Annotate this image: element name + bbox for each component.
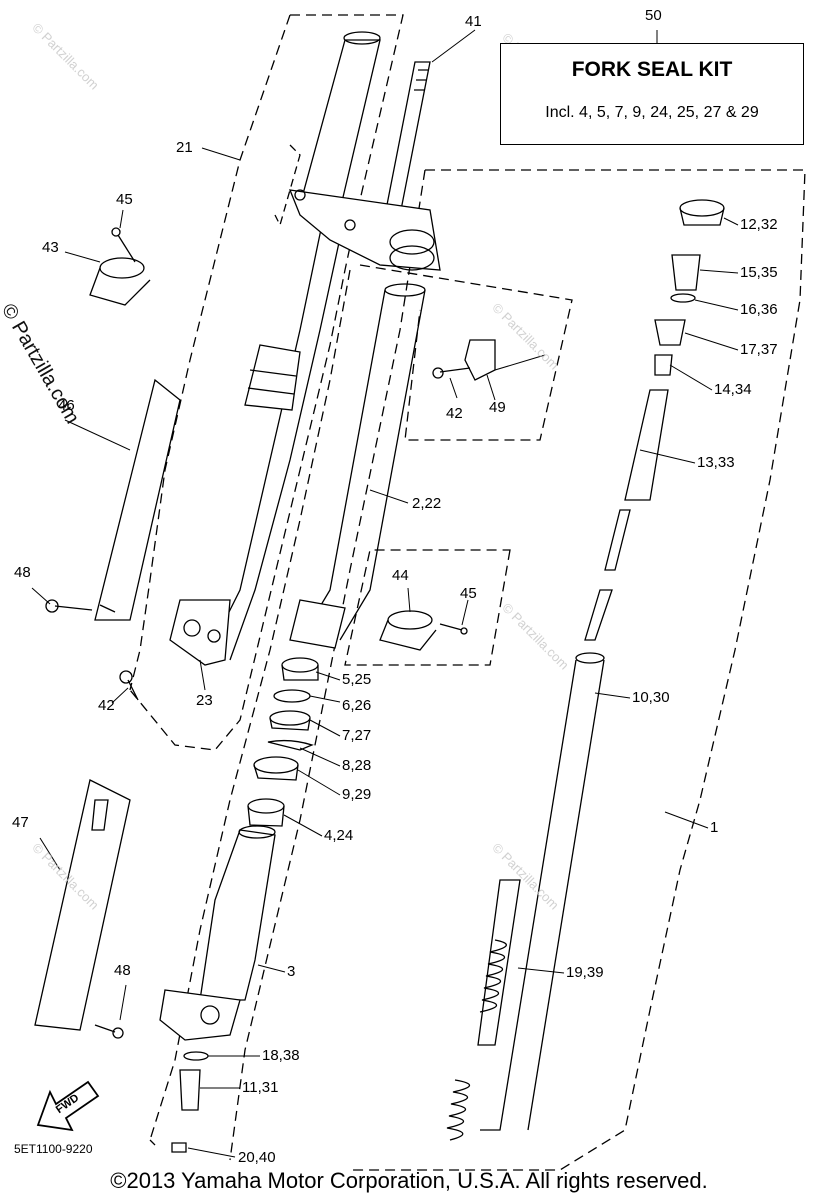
callout-5-25: 5,25 [342,671,372,688]
callout-45: 45 [460,585,477,602]
callout-8-28: 8,28 [342,757,372,774]
callout-20-40: 20,40 [238,1149,276,1166]
callout-19-39: 19,39 [566,964,604,981]
callout-kit-number: 50 [645,7,662,24]
damper-rod [477,389,669,1131]
kit-title: FORK SEAL KIT [571,58,733,81]
callout-12-32: 12,32 [740,216,778,233]
fork-spring [446,939,507,1141]
callout-44: 44 [392,567,409,584]
callout-11-31: 11,31 [242,1079,279,1096]
inner-tube [289,283,426,649]
callout-17-37: 17,37 [740,341,778,358]
callout-6-26: 6,26 [342,697,372,714]
callout-49: 49 [489,399,506,416]
fork-guards [34,378,181,1031]
clamps [89,257,496,651]
callout-15-35: 15,35 [740,264,778,281]
callout-48: 48 [114,962,131,979]
kit-includes: Incl. 4, 5, 7, 9, 24, 25, 27 & 29 [545,104,759,121]
group-outline-right [229,169,806,1171]
outer-tube-assembly [169,31,381,666]
callout-21: 21 [176,139,193,156]
callout-16-36: 16,36 [740,301,778,318]
copyright-notice: ©2013 Yamaha Motor Corporation, U.S.A. A… [110,1168,708,1193]
steering-stem [288,61,441,271]
lower-tube [159,825,276,1041]
callout-3: 3 [287,963,296,980]
callout-47: 47 [12,814,29,831]
callout-42: 42 [98,697,115,714]
callout-23: 23 [196,692,213,709]
callout-14-34: 14,34 [714,381,752,398]
bolts [45,227,471,1039]
group-outline-inner [149,264,573,1146]
callout-13-33: 13,33 [697,454,735,471]
diagram-code: 5ET1100-9220 [14,1142,93,1156]
callout-41: 41 [465,13,482,30]
group-outline-small [274,144,301,227]
lower-small-parts [171,1051,209,1153]
callout-18-38: 18,38 [262,1047,300,1064]
callout-46: 46 [58,397,75,414]
fwd-arrow-icon [36,1080,100,1132]
callout-10-30: 10,30 [632,689,670,706]
top-cap-parts [654,199,725,376]
callout-48: 48 [14,564,31,581]
callout-1: 1 [710,819,719,836]
leader-lines [31,29,739,1158]
callout-9-29: 9,29 [342,786,372,803]
seal-stack [247,657,319,827]
callout-42: 42 [446,405,463,422]
callout-43: 43 [42,239,59,256]
group-outline-left [129,14,404,751]
fork-seal-kit-box: FORK SEAL KIT Incl. 4, 5, 7, 9, 24, 25, … [500,43,804,145]
callout-45: 45 [116,191,133,208]
callout-7-27: 7,27 [342,727,372,744]
callout-2-22: 2,22 [412,495,442,512]
callout-4-24: 4,24 [324,827,354,844]
